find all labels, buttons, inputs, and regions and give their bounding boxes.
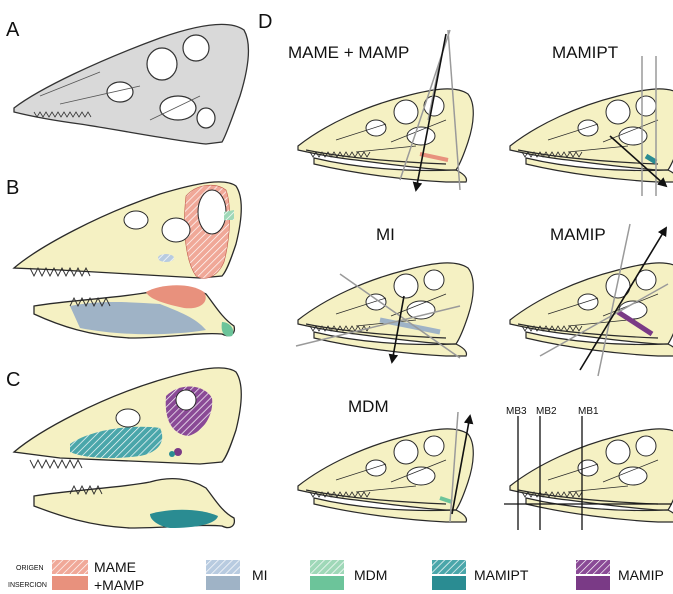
- skull-drawing: [14, 24, 248, 144]
- fenestra: [176, 390, 196, 410]
- legend-insercion-label: INSERCION: [8, 582, 47, 589]
- legend-mamipt-origin-swatch: [432, 560, 466, 574]
- d-title-mamip: MAMIP: [550, 225, 606, 244]
- d-mamip: MAMIP: [510, 224, 673, 376]
- legend-mdm-label: MDM: [354, 567, 387, 583]
- d-mamipt: MAMIPT: [510, 43, 673, 196]
- label-mb3: MB3: [506, 406, 527, 417]
- legend: ORIGEN INSERCION MAME +MAMP MI MDM MAMIP…: [8, 559, 664, 593]
- panel-label-b: B: [6, 177, 19, 199]
- fenestra-posterior: [197, 108, 215, 128]
- legend-mamip-insertion-swatch: [576, 576, 610, 590]
- legend-mamipt-label: MAMIPT: [474, 567, 529, 583]
- legend-mame-label: MAME: [94, 559, 136, 575]
- legend-mamip-origin-swatch: [576, 560, 610, 574]
- mi-origin-area: [158, 254, 174, 262]
- fenestra: [116, 409, 140, 427]
- panel-label-a: A: [6, 19, 20, 41]
- d-mi: MI: [296, 225, 473, 362]
- mamip-point: [174, 448, 182, 456]
- legend-mi-insertion-swatch: [206, 576, 240, 590]
- fenestra-supratemporal: [183, 35, 209, 61]
- panel-c: C: [6, 368, 241, 528]
- legend-mdm-origin-swatch: [310, 560, 344, 574]
- fenestra-antorbital: [107, 82, 133, 102]
- d-title-mi: MI: [376, 225, 395, 244]
- d-moment-arms: MB3 MB2 MB1: [504, 406, 673, 530]
- label-mb2: MB2: [536, 406, 557, 417]
- legend-mamp-label: +MAMP: [94, 577, 144, 593]
- legend-mi-origin-swatch: [206, 560, 240, 574]
- d-mdm: MDM: [298, 397, 473, 522]
- panel-d: D MAME + MAMP MAMIPT MI: [258, 11, 673, 530]
- legend-mi-label: MI: [252, 567, 268, 583]
- d-mame-mamp: MAME + MAMP: [288, 30, 473, 190]
- fenestra-laterotemporal: [160, 96, 196, 120]
- label-mb1: MB1: [578, 406, 599, 417]
- legend-mame-origin-swatch: [52, 560, 88, 574]
- fenestra: [124, 211, 148, 229]
- legend-mdm-insertion-swatch: [310, 576, 344, 590]
- legend-origen-label: ORIGEN: [16, 565, 44, 572]
- panel-b: B: [6, 177, 241, 338]
- d-title-mame-mamp: MAME + MAMP: [288, 43, 409, 62]
- fenestra: [198, 190, 226, 234]
- teeth: [30, 460, 82, 468]
- fenestra-orbit: [147, 48, 177, 80]
- legend-mame-insertion-swatch: [52, 576, 88, 590]
- legend-mamip-label: MAMIP: [618, 567, 664, 583]
- legend-mamipt-insertion-swatch: [432, 576, 466, 590]
- fenestra: [162, 218, 190, 242]
- mamipt-point: [169, 451, 175, 457]
- d-title-mdm: MDM: [348, 397, 389, 416]
- d-title-mamipt: MAMIPT: [552, 43, 618, 62]
- panel-label-d: D: [258, 11, 272, 33]
- panel-a: A: [6, 19, 248, 144]
- panel-label-c: C: [6, 369, 20, 391]
